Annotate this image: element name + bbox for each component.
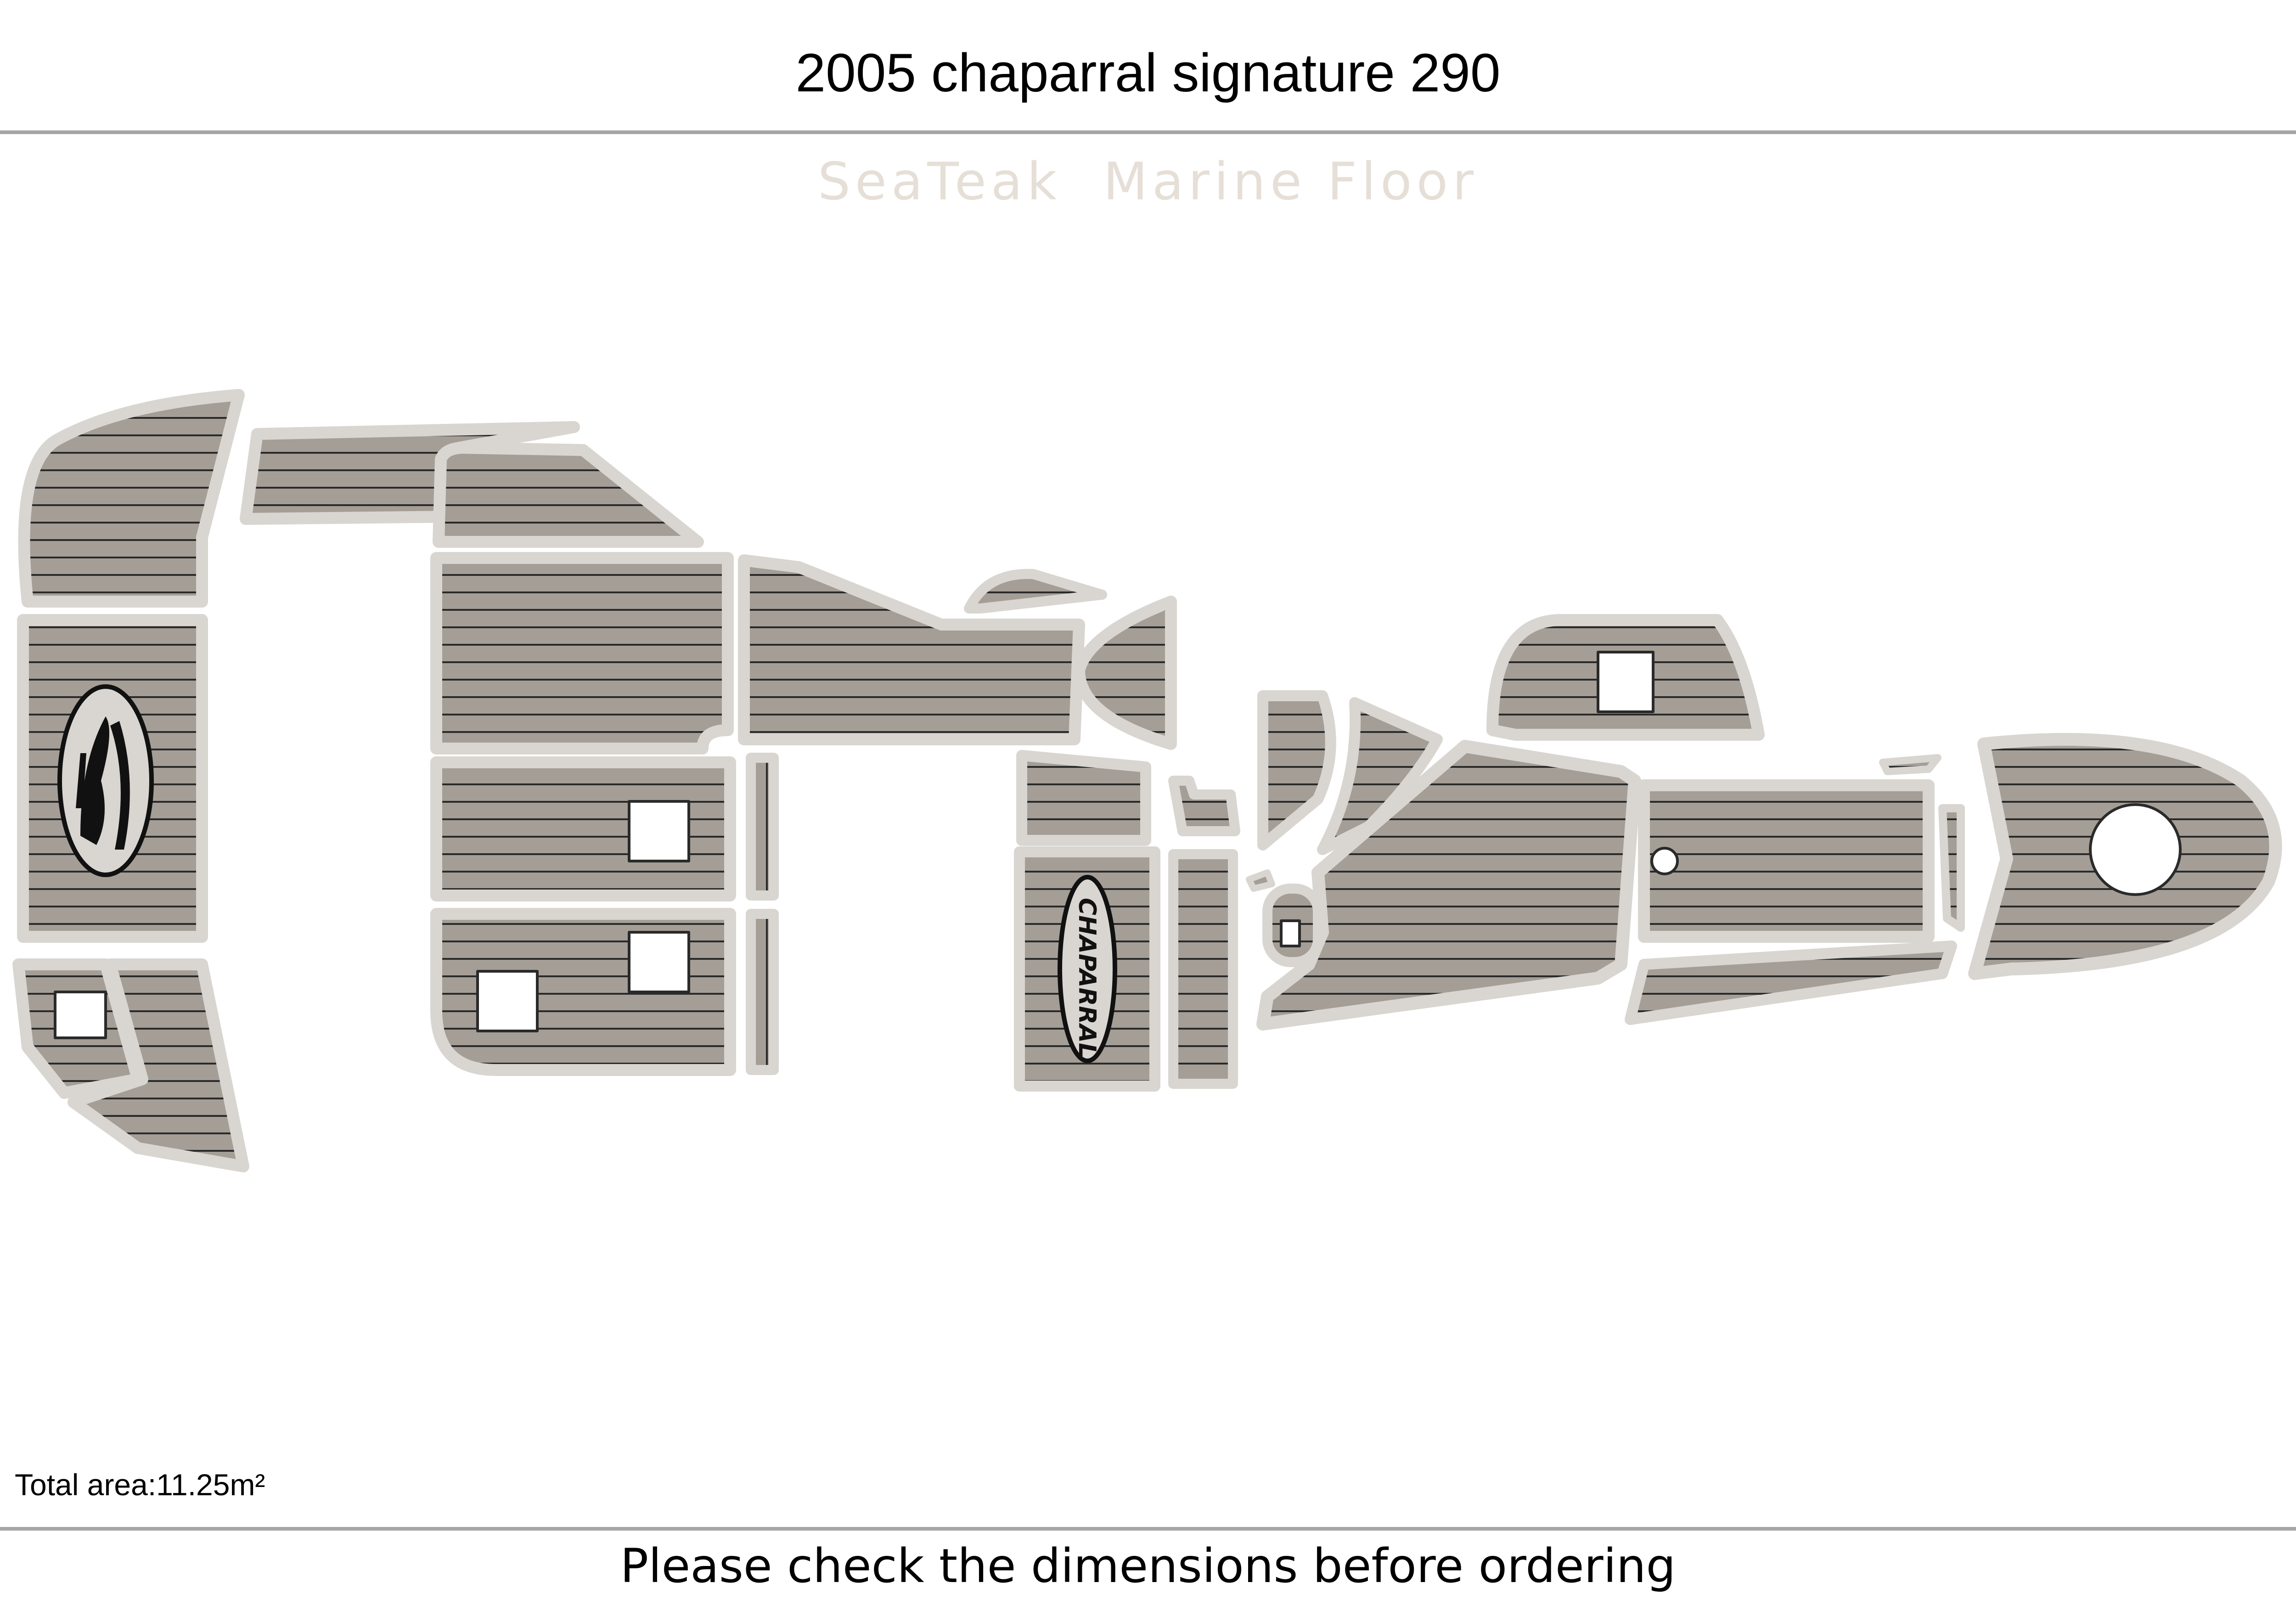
pad-cockpit-right: [1638, 779, 1935, 943]
hole-left-lower: [54, 991, 107, 1039]
pad-cockpit-tab: [1879, 754, 1941, 775]
pad-left-lower-large: [68, 958, 249, 1172]
pad-block-upper: [430, 552, 734, 755]
watermark-text: SeaTeak Marine Floor: [817, 152, 1479, 212]
hole-block-middle: [628, 800, 690, 862]
pad-cockpit-sliver: [1938, 804, 1965, 932]
hole-swim-platform: [2089, 803, 2182, 896]
hole-cockpit-right: [1650, 847, 1679, 875]
hole-cockpit-top: [1597, 651, 1654, 713]
pad-step-upper: [1016, 750, 1151, 846]
pad-top-wedge: [433, 442, 704, 548]
pad-console-curve: [1317, 697, 1443, 855]
top-divider: [0, 130, 2296, 134]
hole-block-lower-left: [476, 970, 539, 1032]
pad-console-left: [1257, 690, 1336, 850]
dimension-notice: Please check the dimensions before order…: [620, 1539, 1676, 1594]
chaparral-emblem-logo: [57, 684, 154, 877]
hole-cockpit-small: [1280, 919, 1301, 947]
bottom-divider: [0, 1527, 2296, 1531]
pad-helm-long: [738, 554, 1085, 745]
logo-wordmark-text: CHAPARRAL: [1073, 898, 1101, 1058]
hole-block-lower-right: [628, 931, 690, 993]
pad-cockpit-lower: [1625, 941, 1957, 1025]
pad-helm-fin: [964, 569, 1107, 614]
total-area-label: Total area:11.25m²: [15, 1468, 265, 1502]
pad-narrow-strip-1: [746, 753, 779, 901]
pad-left-bow-top: [18, 389, 245, 608]
pad-narrow-strip-2: [746, 909, 779, 1075]
pad-narrow-column: [1168, 849, 1238, 1089]
chaparral-wordmark-logo: CHAPARRAL: [1058, 875, 1117, 1063]
pad-small-fin: [1246, 869, 1275, 892]
pad-helm-wedge: [1073, 596, 1177, 750]
pad-small-corner: [1168, 776, 1240, 836]
page-title: 2005 chaparral signature 290: [795, 43, 1501, 103]
